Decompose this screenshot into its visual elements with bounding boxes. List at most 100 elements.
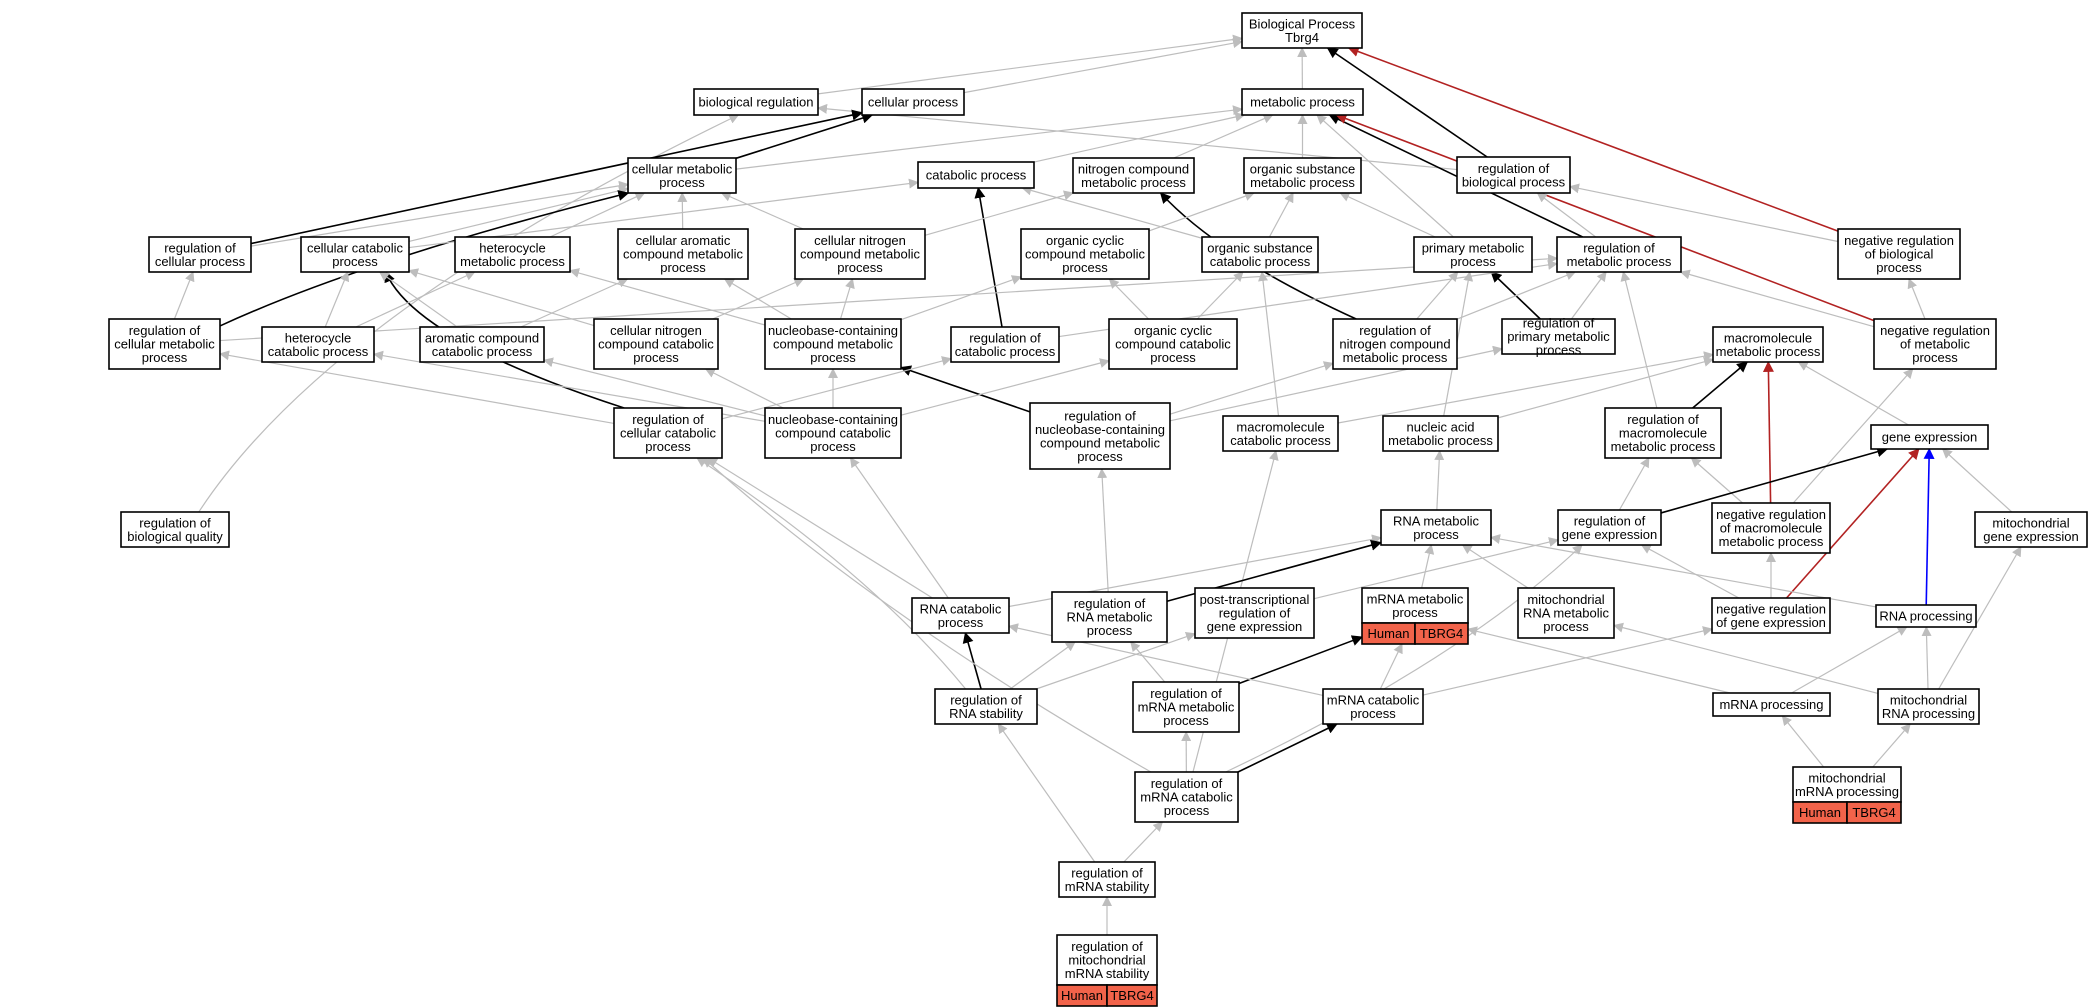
edge-rrnas-to-rccp (696, 457, 967, 690)
node-box (1837, 228, 1961, 280)
node-label: nucleobase-containing (768, 412, 898, 427)
node-box (300, 236, 410, 273)
node-rnap[interactable]: RNA processing (1875, 604, 1977, 628)
node-label: process (1536, 343, 1582, 358)
edge-mrnacp-to-nrge (1422, 626, 1713, 696)
node-label: regulation of (632, 412, 704, 427)
node-label: heterocycle (285, 330, 351, 345)
edge-mtmrnap-to-mtrnap (1872, 723, 1911, 768)
gene-tag-box (1106, 984, 1158, 1007)
node-box (934, 688, 1038, 725)
node-catp[interactable]: catabolic process (917, 161, 1035, 189)
species-tag: Human (1368, 626, 1410, 641)
node-box (764, 318, 902, 370)
node-box (861, 88, 965, 116)
node-box (1873, 318, 1997, 370)
edge-nbcmp-to-occmp (900, 275, 1022, 321)
edge-rnbcmp-to-rncmp (1169, 361, 1334, 415)
node-label: mRNA catabolic (1327, 692, 1420, 707)
node-cp[interactable]: cellular process (861, 88, 965, 116)
node-label: metabolic process (1343, 350, 1448, 365)
node-label: process (660, 260, 706, 275)
edge-rpmp-to-rmp (1570, 271, 1607, 320)
node-label: compound catabolic (598, 337, 714, 352)
node-br[interactable]: biological regulation (693, 88, 819, 116)
edge-nrmp-to-nrbp (1907, 278, 1926, 320)
node-mp[interactable]: metabolic process (1241, 88, 1364, 116)
node-label: compound metabolic (773, 337, 893, 352)
node-box (454, 236, 571, 273)
node-label: process (1876, 260, 1922, 275)
edge-mrnacp-to-mrnamp (1379, 643, 1403, 690)
node-ge[interactable]: gene expression (1870, 424, 1989, 450)
node-box (1029, 402, 1171, 470)
node-label: compound catabolic (1115, 337, 1231, 352)
node-label: process (1413, 527, 1459, 542)
node-box (1875, 604, 1977, 628)
edge-occcp-to-occmp (1108, 278, 1149, 320)
node-rnbcmp[interactable]: regulation ofnucleobase-containingcompou… (1029, 402, 1171, 470)
node-label: compound metabolic (800, 247, 920, 262)
edge-rmp-to-mp (1328, 114, 1584, 238)
node-label: regulation of (969, 330, 1041, 345)
node-label: metabolic process (1716, 344, 1821, 359)
edge-cmp-to-mp (735, 105, 1243, 170)
node-label: process (1077, 449, 1123, 464)
node-label: RNA metabolic (1523, 606, 1609, 621)
node-mrnap[interactable]: mRNA processing (1712, 692, 1831, 717)
node-label: mitochondrial (1890, 692, 1967, 707)
node-label: regulation of (1523, 316, 1595, 331)
node-label: regulation of (1574, 513, 1646, 528)
